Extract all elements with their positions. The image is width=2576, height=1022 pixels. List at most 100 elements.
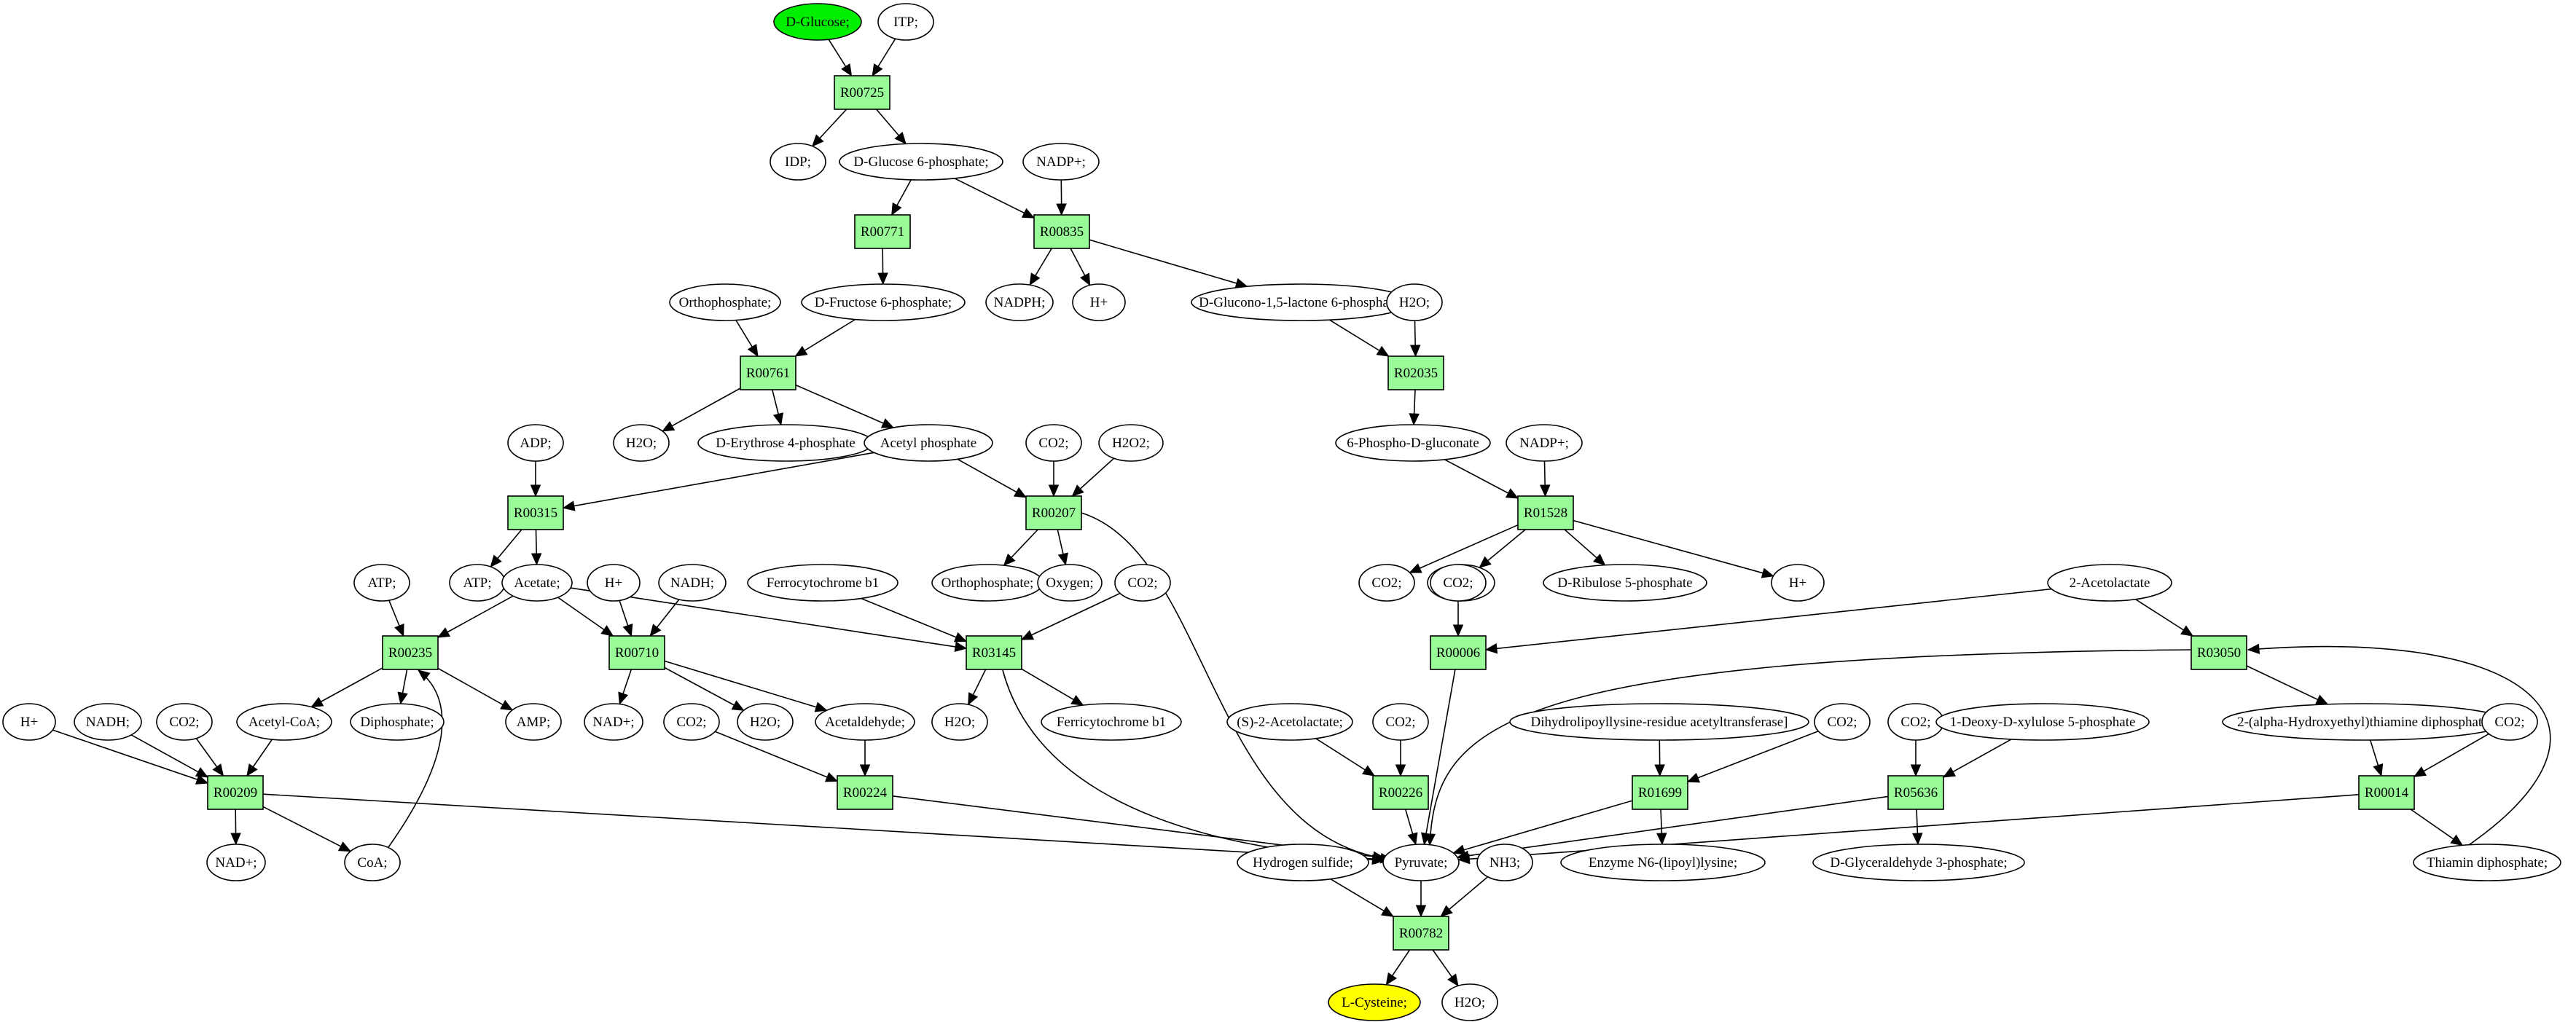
compound-node-co2f[interactable]: CO2; [663, 703, 720, 741]
compound-node-nadp2[interactable]: NADP+; [1506, 424, 1583, 462]
compound-node-h2s[interactable]: Hydrogen sulfide; [1237, 844, 1369, 881]
reaction-node-r01699[interactable]: R01699 [1632, 775, 1688, 810]
compound-node-co2c[interactable]: CO2; [1114, 564, 1171, 602]
reaction-box [382, 635, 439, 670]
reaction-node-r00235[interactable]: R00235 [382, 635, 439, 670]
compound-node-nad2[interactable]: NAD+; [206, 844, 266, 881]
compound-node-acp[interactable]: Acetyl phosphate [864, 424, 993, 462]
compound-node-hp2[interactable]: H+ [1771, 564, 1825, 602]
reaction-node-r00226[interactable]: R00226 [1372, 775, 1429, 810]
compound-node-cys[interactable]: L-Cysteine; [1328, 983, 1421, 1021]
edge-R00725-idp [811, 109, 847, 147]
compound-node-atp1[interactable]: ATP; [449, 564, 506, 602]
reaction-node-r05636[interactable]: R05636 [1887, 775, 1944, 810]
compound-node-nh3[interactable]: NH3; [1476, 844, 1533, 881]
compound-node-acald[interactable]: Acetaldehyde; [815, 703, 915, 741]
compound-node-h2o1[interactable]: H2O; [613, 424, 670, 462]
compound-node-accoa[interactable]: Acetyl-CoA; [236, 703, 332, 741]
compound-node-hp3[interactable]: H+ [587, 564, 641, 602]
compound-node-atp2[interactable]: ATP; [353, 564, 410, 602]
compound-node-nadh2[interactable]: NADH; [74, 703, 142, 741]
compound-node-gap[interactable]: D-Glyceraldehyde 3-phosphate; [1812, 844, 2025, 881]
compound-node-r5p[interactable]: D-Ribulose 5-phosphate [1543, 564, 1707, 602]
reaction-node-r02035[interactable]: R02035 [1387, 355, 1444, 390]
compound-node-co2d[interactable]: CO2; [1430, 564, 1487, 602]
compound-ellipse [658, 564, 727, 602]
reaction-node-r00014[interactable]: R00014 [2358, 775, 2415, 810]
reaction-node-r01528[interactable]: R01528 [1517, 495, 1574, 530]
compound-node-pyr[interactable]: Pyruvate; [1382, 844, 1460, 881]
compound-node-oxy[interactable]: Oxygen; [1037, 564, 1103, 602]
reaction-node-r00315[interactable]: R00315 [507, 495, 564, 530]
compound-ellipse [1372, 703, 1429, 741]
compound-node-hp4[interactable]: H+ [2, 703, 56, 741]
reaction-node-r03145[interactable]: R03145 [966, 635, 1022, 670]
node-label: D-Glucose; [786, 15, 850, 30]
compound-node-acl[interactable]: 2-Acetolactate [2047, 564, 2172, 602]
compound-node-tpp[interactable]: Thiamin diphosphate; [2413, 844, 2561, 881]
arrowhead [394, 623, 404, 637]
compound-node-nadp1[interactable]: NADP+; [1022, 143, 1100, 181]
compound-node-e4p[interactable]: D-Erythrose 4-phosphate [697, 424, 874, 462]
compound-node-h2o5[interactable]: H2O; [1441, 983, 1498, 1021]
compound-node-orth1[interactable]: Orthophosphate; [669, 283, 781, 321]
compound-node-acet[interactable]: Acetate; [501, 564, 573, 602]
reaction-node-r00761[interactable]: R00761 [740, 355, 796, 390]
compound-node-idp[interactable]: IDP; [770, 143, 826, 181]
compound-node-h2o3[interactable]: H2O; [737, 703, 794, 741]
compound-ellipse [1072, 283, 1126, 321]
node-label: ATP; [367, 575, 396, 591]
compound-node-co2e[interactable]: CO2; [156, 703, 213, 741]
compound-node-dlt[interactable]: Dihydrolipoyllysine-residue acetyltransf… [1509, 703, 1809, 741]
compound-node-pp[interactable]: Diphosphate; [350, 703, 445, 741]
node-label: NADH; [86, 715, 130, 730]
compound-node-pg[interactable]: 6-Phospho-D-gluconate [1335, 424, 1491, 462]
reaction-node-r00224[interactable]: R00224 [837, 775, 893, 810]
compound-node-enz[interactable]: Enzyme N6-(lipoyl)lysine; [1560, 844, 1766, 881]
reaction-node-r00207[interactable]: R00207 [1025, 495, 1082, 530]
reaction-node-r00771[interactable]: R00771 [854, 214, 911, 249]
compound-node-co2g[interactable]: CO2; [1372, 703, 1429, 741]
compound-node-co2i[interactable]: CO2; [1887, 703, 1944, 741]
reaction-node-r00835[interactable]: R00835 [1033, 214, 1090, 249]
node-label: 2-(alpha-Hydroxyethyl)thiamine diphospha… [2237, 715, 2492, 730]
compound-node-adp[interactable]: ADP; [507, 424, 564, 462]
compound-node-f6p[interactable]: D-Fructose 6-phosphate; [801, 283, 966, 321]
arrowhead [2180, 625, 2194, 637]
edge-co2d-R00006 [1452, 601, 1464, 637]
compound-node-nad1[interactable]: NAD+; [584, 703, 643, 741]
compound-node-h2o2[interactable]: H2O; [1386, 283, 1443, 321]
compound-node-ferri[interactable]: Ferricytochrome b1 [1041, 703, 1182, 741]
compound-node-nadph1[interactable]: NADPH; [985, 283, 1054, 321]
compound-node-co2h[interactable]: CO2; [1814, 703, 1871, 741]
compound-node-nadh1[interactable]: NADH; [658, 564, 727, 602]
compound-node-hp1[interactable]: H+ [1072, 283, 1126, 321]
compound-node-orth2[interactable]: Orthophosphate; [931, 564, 1044, 602]
reaction-node-r00209[interactable]: R00209 [207, 775, 264, 810]
compound-node-glc[interactable]: D-Glucose; [773, 3, 862, 41]
compound-node-amp[interactable]: AMP; [505, 703, 562, 741]
compound-node-coa[interactable]: CoA; [344, 844, 401, 881]
edge-R00014-tpp [2410, 809, 2464, 846]
compound-node-ferro[interactable]: Ferrocytochrome b1 [747, 564, 899, 602]
reaction-node-r03050[interactable]: R03050 [2191, 635, 2247, 670]
compound-node-sacl[interactable]: (S)-2-Acetolactate; [1226, 703, 1353, 741]
compound-node-dxp[interactable]: 1-Deoxy-D-xylulose 5-phosphate [1935, 703, 2150, 741]
compound-node-g6p[interactable]: D-Glucose 6-phosphate; [839, 143, 1003, 181]
compound-node-co2b[interactable]: CO2; [1358, 564, 1415, 602]
compound-ellipse [505, 703, 562, 741]
compound-node-itp[interactable]: ITP; [877, 3, 934, 41]
node-label: H+ [605, 575, 622, 591]
compound-node-gl6p[interactable]: D-Glucono-1,5-lactone 6-phosphate; [1191, 283, 1411, 321]
arrowhead [1057, 552, 1068, 566]
reaction-node-r00725[interactable]: R00725 [834, 75, 890, 110]
compound-node-h2o2x[interactable]: H2O2; [1098, 424, 1164, 462]
compound-node-co2j[interactable]: CO2; [2481, 703, 2538, 741]
reaction-node-r00782[interactable]: R00782 [1393, 916, 1449, 951]
compound-node-co2a[interactable]: CO2; [1025, 424, 1082, 462]
compound-node-h2o4[interactable]: H2O; [931, 703, 988, 741]
reaction-node-r00710[interactable]: R00710 [608, 635, 665, 670]
reaction-node-r00006[interactable]: R00006 [1430, 635, 1487, 670]
compound-node-hetpp[interactable]: 2-(alpha-Hydroxyethyl)thiamine diphospha… [2222, 703, 2508, 741]
